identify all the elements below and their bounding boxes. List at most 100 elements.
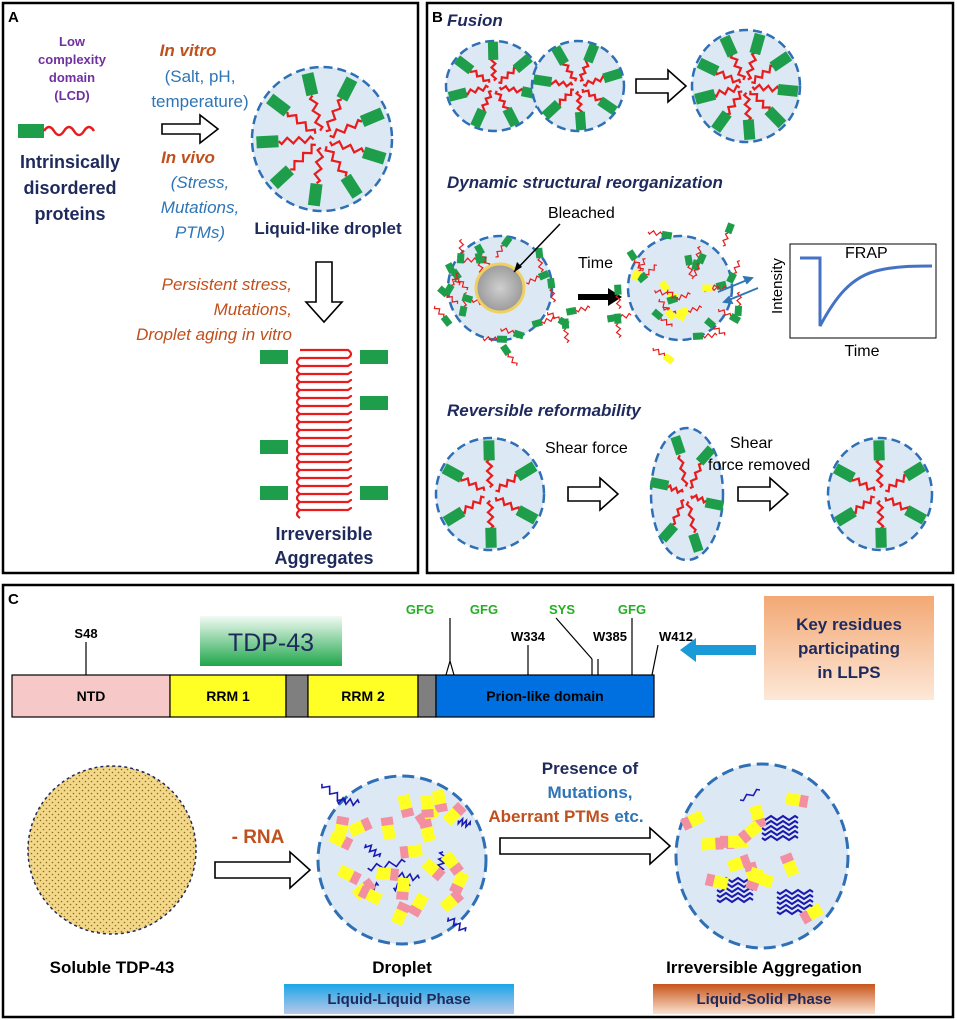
panel-b-label: B: [432, 9, 443, 26]
time-arrow-label: Time: [578, 255, 613, 272]
svg-text:Irreversible: Irreversible: [275, 524, 372, 544]
svg-text:(Salt, pH,: (Salt, pH,: [165, 67, 236, 86]
a-arrow-right: [161, 113, 220, 145]
soluble-label: Soluble TDP-43: [50, 958, 175, 977]
idp-molecule: [18, 124, 96, 138]
panel-a-label: A: [8, 9, 19, 26]
domain-rrm2-label: RRM 2: [341, 688, 385, 704]
fusing-droplet-left: [444, 39, 544, 133]
shear-removed-label: Shear force removed: [708, 435, 810, 474]
aging-conditions: Persistent stress, Mutations, Droplet ag…: [136, 275, 292, 344]
svg-text:participating: participating: [798, 639, 900, 658]
residue-markers: [85, 617, 659, 676]
svg-text:Aggregates: Aggregates: [274, 548, 373, 568]
in-vivo-conditions: In vivo (Stress, Mutations, PTMs): [161, 148, 239, 242]
residue-w412: W412: [659, 629, 693, 644]
svg-text:Persistent stress,: Persistent stress,: [162, 275, 292, 294]
reversible-heading: Reversible reformability: [447, 401, 642, 420]
linker-2: [417, 674, 437, 718]
svg-text:PTMs): PTMs): [175, 223, 225, 242]
tdp43-title-box: [200, 616, 342, 666]
frap-x-label: Time: [845, 343, 880, 360]
tdp43-domain-bar: [11, 674, 655, 718]
llps-line1: Liquid-Liquid Phase: [327, 991, 470, 1008]
svg-text:Key residues: Key residues: [796, 615, 902, 634]
svg-text:temperature): temperature): [151, 92, 248, 111]
time-arrow: [578, 288, 622, 306]
mutations-arrow: [499, 826, 672, 866]
bleached-pointer-head: [514, 262, 522, 272]
panel-c-label: C: [8, 591, 19, 608]
presence-of-label: Presence of: [542, 759, 639, 778]
panel-c-frame: [1, 583, 955, 1019]
minus-rna-label: - RNA: [232, 827, 285, 848]
domain-prion-like: [435, 674, 655, 718]
soluble-tdp43: [27, 765, 197, 935]
shear-removed-arrow: [737, 476, 790, 512]
lsps-line1: Liquid-Solid Phase: [696, 991, 831, 1008]
svg-text:(Stress,: (Stress,: [171, 173, 230, 192]
svg-text:complexity: complexity: [38, 52, 107, 67]
svg-text:Intrinsically: Intrinsically: [20, 152, 120, 172]
residue-w334: W334: [511, 629, 546, 644]
svg-text:In vitro: In vitro: [160, 41, 217, 60]
residue-sys: SYS: [549, 602, 575, 617]
aggregate-label: Irreversible Aggregates: [274, 524, 373, 568]
key-residues-box: [764, 596, 934, 700]
residue-gfg-3: GFG: [618, 602, 646, 617]
panel-b-frame: [425, 1, 955, 575]
droplet-round-start: [434, 436, 546, 552]
irreversible-aggregation-label: Irreversible Aggregation: [666, 958, 862, 977]
key-residues-arrow: [680, 638, 756, 662]
rna-arrow: [214, 850, 312, 890]
domain-prion-label: Prion-like domain: [486, 688, 603, 704]
bleached-spot: [474, 262, 526, 314]
droplet-after-recovery: [606, 222, 743, 365]
domain-ntd-label: NTD: [77, 688, 106, 704]
svg-text:Droplet aging in vitro: Droplet aging in vitro: [136, 325, 292, 344]
svg-text:Mutations,: Mutations,: [214, 300, 292, 319]
svg-text:in LLPS: in LLPS: [817, 663, 880, 682]
fusion-arrow: [635, 68, 688, 104]
svg-text:domain: domain: [49, 70, 95, 85]
lsps-box: [653, 984, 875, 1014]
in-vitro-conditions: In vitro (Salt, pH, temperature): [151, 41, 248, 111]
residue-s48: S48: [74, 626, 97, 641]
fused-droplet: [690, 28, 802, 144]
key-residues-label: Key residues participating in LLPS: [796, 615, 902, 682]
svg-text:Mutations,: Mutations,: [161, 198, 239, 217]
svg-text:Low: Low: [59, 34, 86, 49]
droplet-c-label: Droplet: [372, 958, 432, 977]
svg-text:force removed: force removed: [708, 457, 810, 474]
bleached-pointer: [513, 223, 561, 273]
shear-arrow: [567, 476, 620, 512]
a-arrow-down: [304, 261, 344, 324]
idp-label: Intrinsically disordered proteins: [20, 152, 120, 224]
exchange-arrows: [717, 275, 759, 305]
droplet-round-reformed: [826, 436, 934, 552]
frap-plot: FRAP Intensity Time: [769, 243, 937, 360]
droplet-stretched: [649, 426, 725, 562]
svg-text:disordered: disordered: [23, 178, 116, 198]
irreversible-aggregate: [260, 348, 388, 519]
svg-text:proteins: proteins: [34, 204, 105, 224]
tdp43-title: TDP-43: [228, 629, 314, 657]
residue-gfg-2: GFG: [470, 602, 498, 617]
domain-ntd: [11, 674, 171, 718]
fusing-droplet-right: [530, 39, 626, 133]
tdp43-aggregate-droplet: [674, 762, 850, 950]
lcd-label: Low complexity domain (LCD): [38, 34, 107, 103]
svg-text:In vivo: In vivo: [161, 148, 215, 167]
residue-gfg-1: GFG: [406, 602, 434, 617]
mutations-label: Mutations,: [548, 783, 633, 802]
panel-a-frame: [1, 1, 420, 575]
domain-rrm1: [169, 674, 287, 718]
droplet-label: Liquid-like droplet: [254, 219, 402, 238]
domain-rrm1-label: RRM 1: [206, 688, 250, 704]
residue-w385: W385: [593, 629, 627, 644]
liquid-like-droplet: [250, 65, 394, 213]
svg-text:(LCD): (LCD): [54, 88, 89, 103]
shear-label: Shear force: [545, 440, 628, 457]
